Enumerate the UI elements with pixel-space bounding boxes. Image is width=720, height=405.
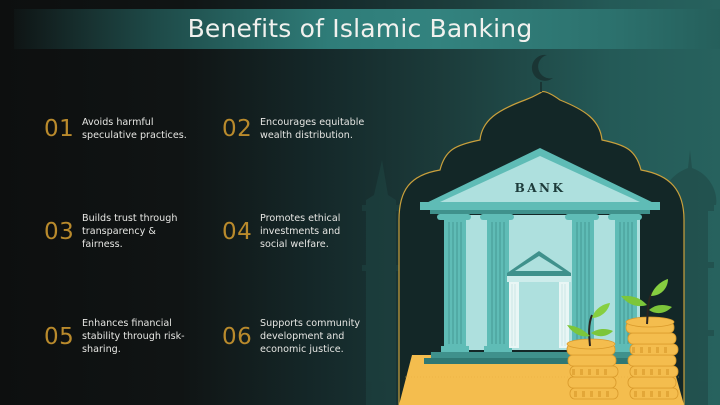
benefit-number: 03 bbox=[44, 218, 75, 245]
benefit-item-06: 06 Supports community development and ec… bbox=[222, 317, 370, 356]
benefit-number: 01 bbox=[44, 116, 75, 142]
pediment bbox=[420, 148, 660, 206]
doorway bbox=[507, 251, 571, 348]
title-banner bbox=[14, 9, 720, 49]
benefit-number: 04 bbox=[222, 218, 253, 245]
plant-icon bbox=[621, 279, 672, 325]
mosque-silhouette-icon bbox=[362, 150, 717, 405]
benefit-text: Promotes ethical investments and social … bbox=[260, 213, 341, 250]
benefit-item-01: 01 Avoids harmful speculative practices. bbox=[44, 116, 192, 142]
coin-stack-small bbox=[566, 338, 619, 400]
benefit-text: Builds trust through transparency & fair… bbox=[82, 213, 178, 250]
benefit-text: Encourages equitable wealth distribution… bbox=[260, 117, 365, 141]
plant-icon bbox=[567, 303, 613, 347]
benefit-item-03: 03 Builds trust through transparency & f… bbox=[44, 212, 192, 251]
crescent-icon bbox=[531, 54, 553, 81]
benefit-text: Avoids harmful speculative practices. bbox=[82, 117, 187, 141]
bank-sign: BANK bbox=[515, 181, 566, 195]
arch-shape bbox=[398, 90, 685, 405]
benefit-item-02: 02 Encourages equitable wealth distribut… bbox=[222, 116, 370, 142]
slide-title: Benefits of Islamic Banking bbox=[187, 14, 533, 43]
benefit-item-05: 05 Enhances financial stability through … bbox=[44, 317, 192, 356]
benefit-item-04: 04 Promotes ethical investments and soci… bbox=[222, 212, 370, 251]
benefit-number: 05 bbox=[44, 323, 75, 350]
coin-stack-large bbox=[625, 316, 679, 400]
benefit-number: 02 bbox=[222, 116, 253, 142]
benefit-text: Enhances financial stability through ris… bbox=[82, 318, 185, 355]
benefit-number: 06 bbox=[222, 323, 253, 350]
columns bbox=[437, 214, 642, 352]
floor bbox=[399, 355, 684, 405]
benefit-text: Supports community development and econo… bbox=[260, 318, 361, 355]
